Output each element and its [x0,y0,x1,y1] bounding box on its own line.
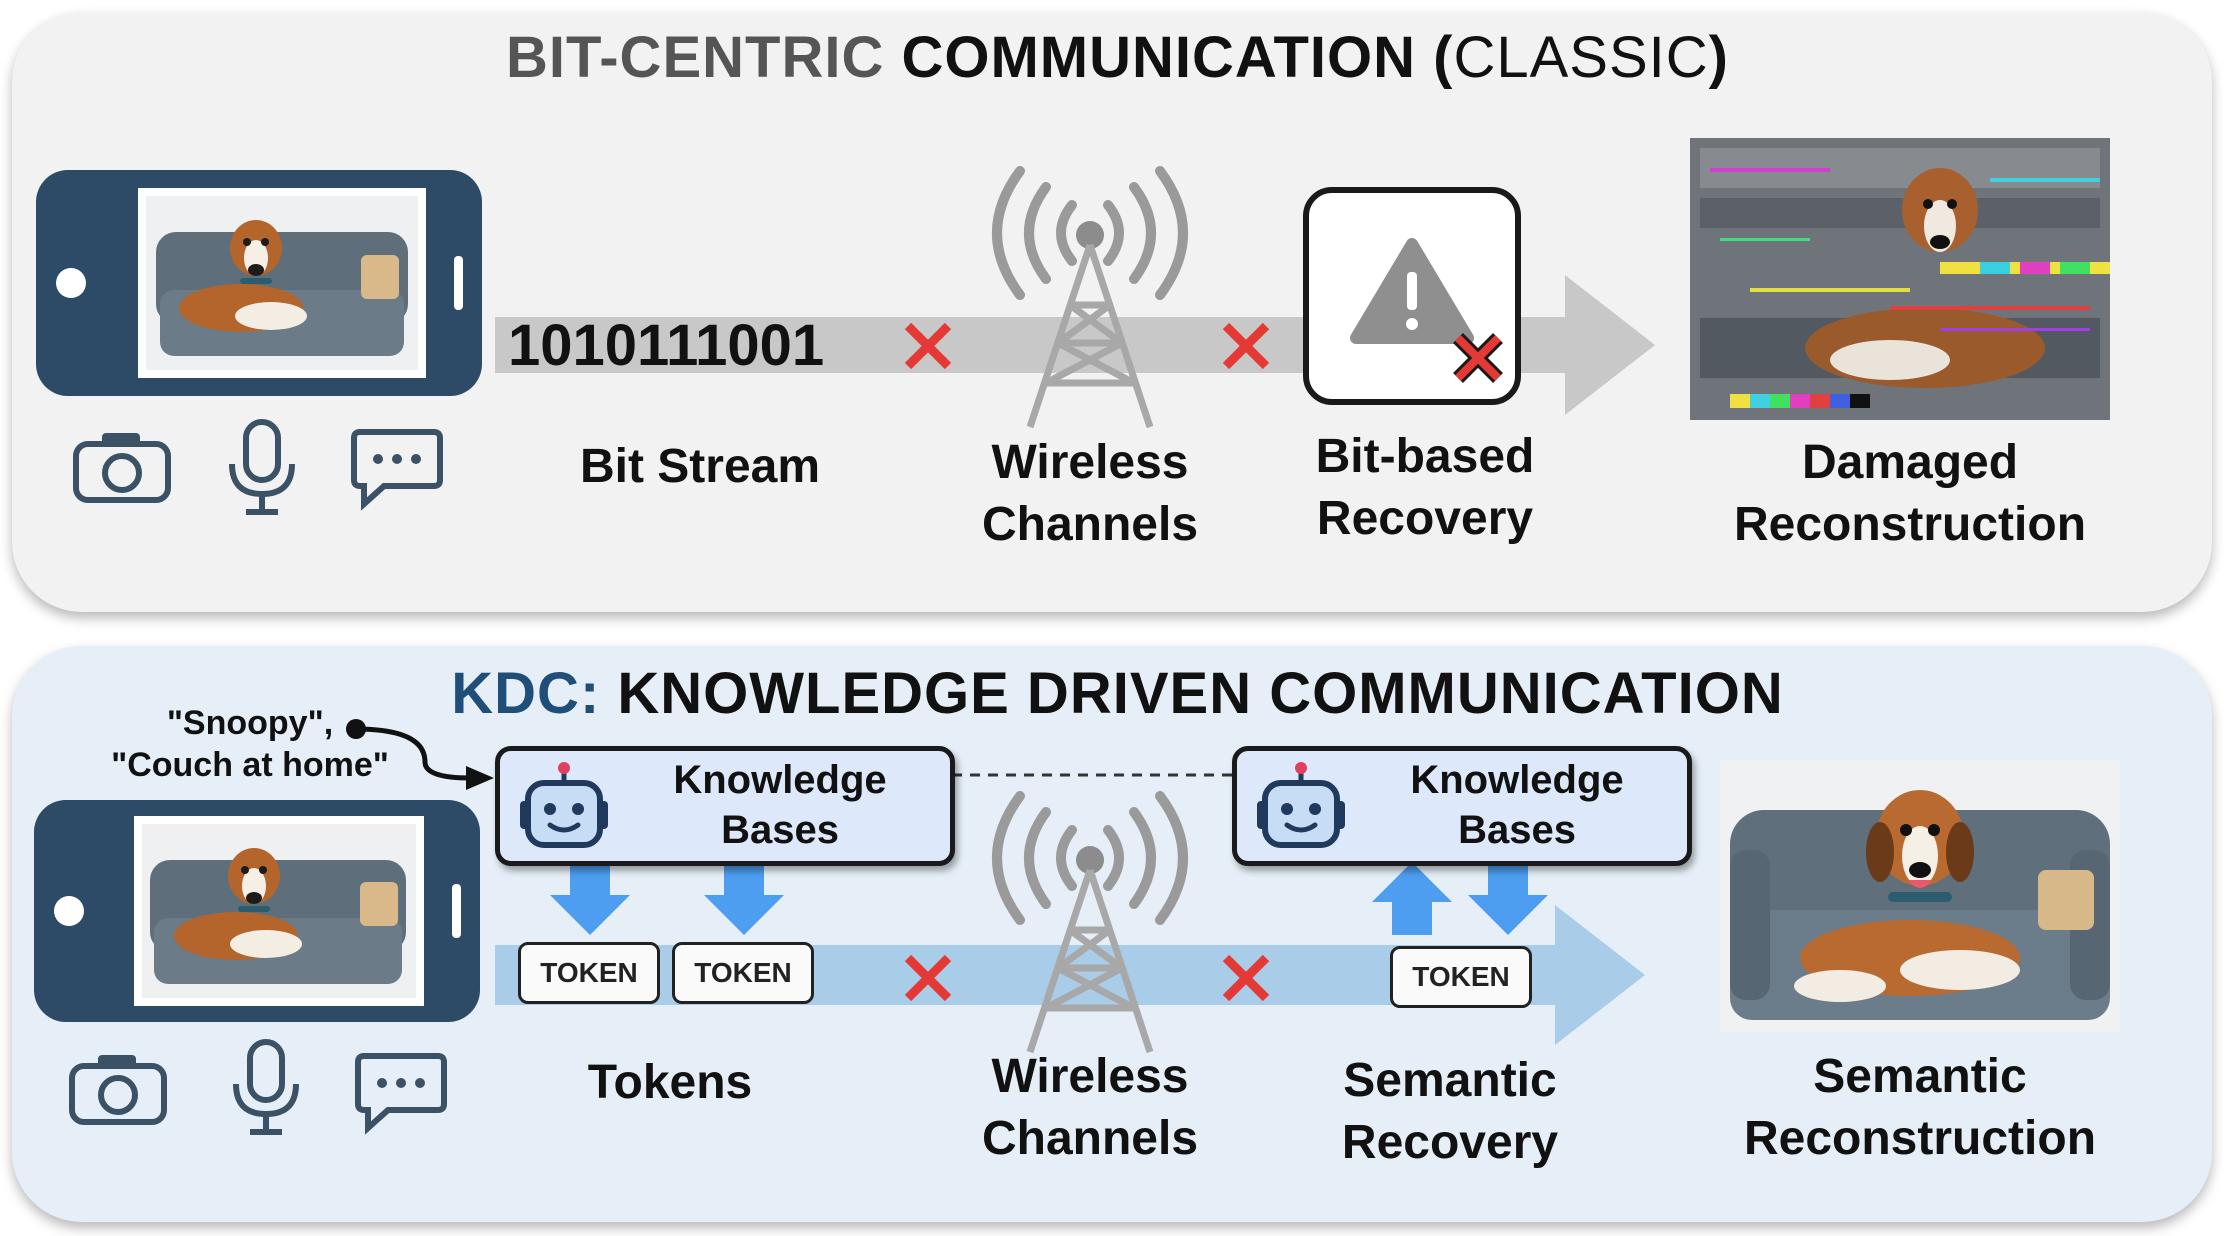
context-line1: "Snoopy", [166,704,334,742]
robot-icon [520,762,608,848]
bit-centric-title: BIT-CENTRIC COMMUNICATION (CLASSIC) [0,24,2235,91]
title-kdc: KDC: [451,661,601,726]
camera-icon [69,1055,167,1125]
error-x-icon [904,954,952,1002]
bit-string: 1010111001 [508,313,825,378]
label-wireless-line2: Channels [981,498,1199,551]
microphone-icon [229,419,295,515]
token-chip: TOKEN [672,942,814,1004]
label-tokens: Tokens [587,1056,753,1109]
error-x-icon [1222,322,1270,370]
label-result-line1: Semantic [1813,1050,2027,1103]
kb-label: Knowledge Bases [1357,755,1677,855]
antenna-tower-icon [992,791,1188,1054]
title-bit-centric: BIT-CENTRIC [506,25,885,90]
error-x-icon [1222,954,1270,1002]
title-classic: CLASSIC [1453,25,1709,90]
knowledge-base-receiver: Knowledge Bases [1232,746,1692,866]
dog-image [146,196,418,370]
context-keywords: "Snoopy", "Couch at home" [80,702,420,786]
title-knowledge-driven: KNOWLEDGE DRIVEN COMMUNICATION [617,661,1784,726]
label-semantic-recovery: Semantic Recovery [1290,1050,1610,1174]
dog-image [142,824,416,998]
antenna-tower-icon [992,166,1188,429]
kdc-title: KDC: KNOWLEDGE DRIVEN COMMUNICATION [0,660,2235,727]
kb-line2: Bases [721,808,839,852]
bit-recovery-box [1303,187,1521,405]
chat-icon [355,1053,447,1135]
label-result-line2: Reconstruction [1733,498,2087,551]
microphone-icon [233,1039,299,1135]
token-chip: TOKEN [518,942,660,1004]
label-wireless-line2: Channels [981,1112,1199,1165]
label-wireless-line1: Wireless [991,1050,1189,1103]
camera-icon [73,433,171,503]
robot-icon [1257,762,1345,848]
label-bit-stream: Bit Stream [579,440,821,493]
kb-label: Knowledge Bases [620,755,940,855]
label-wireless-bottom: Wireless Channels [940,1046,1240,1170]
label-recovery-line1: Semantic [1343,1054,1557,1107]
label-result-line1: Damaged [1801,436,2019,489]
damaged-reconstruction-image [1690,138,2110,420]
semantic-reconstruction-image [1720,760,2120,1032]
label-wireless-top: Wireless Channels [940,432,1240,556]
label-result-line2: Reconstruction [1743,1112,2097,1165]
error-x-icon [1453,333,1503,383]
token-chip: TOKEN [1390,946,1532,1008]
kb-line1: Knowledge [673,758,887,802]
context-line2: "Couch at home" [111,746,389,784]
kb-line1: Knowledge [1410,758,1624,802]
label-wireless-line1: Wireless [991,436,1189,489]
label-bit-recovery: Bit-based Recovery [1270,426,1580,550]
label-damaged-reconstruction: Damaged Reconstruction [1700,432,2120,556]
label-semantic-reconstruction: Semantic Reconstruction [1710,1046,2130,1170]
label-recovery-line1: Bit-based [1315,430,1535,483]
kb-line2: Bases [1458,808,1576,852]
title-communication: COMMUNICATION [901,25,1416,90]
knowledge-base-sender: Knowledge Bases [495,746,955,866]
error-x-icon [904,322,952,370]
title-paren-open: ( [1433,25,1454,90]
warning-icon [1350,238,1474,344]
label-recovery-line2: Recovery [1316,492,1534,545]
title-paren-close: ) [1708,25,1729,90]
label-recovery-line2: Recovery [1341,1116,1559,1169]
phone-sender-bottom [34,800,480,1022]
chat-icon [351,429,443,511]
phone-sender-top [36,170,482,396]
